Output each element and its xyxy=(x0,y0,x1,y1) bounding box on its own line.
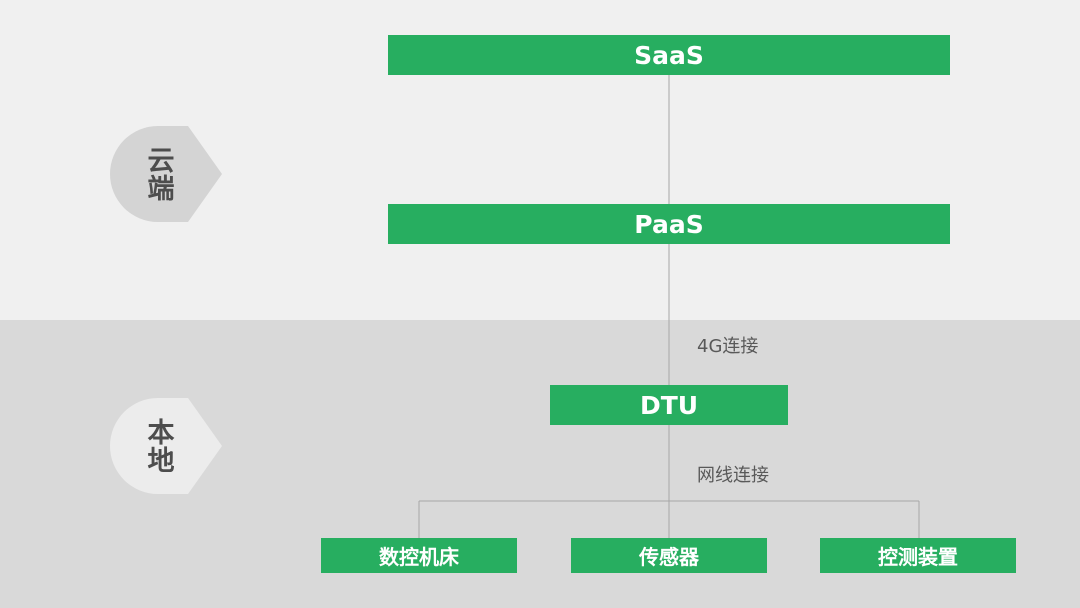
zone-local-label: 本地 xyxy=(142,418,174,474)
edge-label-ethernet: 网线连接 xyxy=(697,465,769,486)
node-paas: PaaS xyxy=(388,204,950,244)
edge-label-4g: 4G连接 xyxy=(697,336,759,357)
zone-cloud-label: 云端 xyxy=(142,146,174,202)
node-saas: SaaS xyxy=(388,35,950,75)
zone-local: 本地 xyxy=(106,398,226,494)
zone-local-shape xyxy=(110,398,222,494)
node-dtu: DTU xyxy=(550,385,788,425)
node-sensor: 传感器 xyxy=(571,538,767,573)
zone-cloud-shape xyxy=(110,126,222,222)
node-cnc: 数控机床 xyxy=(321,538,517,573)
zone-cloud: 云端 xyxy=(106,126,226,222)
node-control: 控测装置 xyxy=(820,538,1016,573)
